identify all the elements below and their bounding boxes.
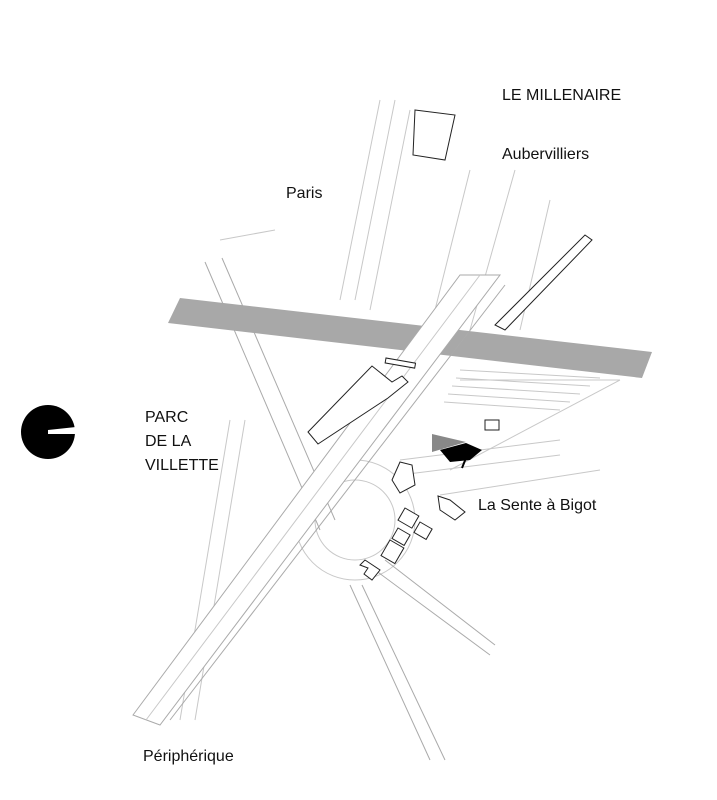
- north-arrow-icon: [21, 405, 76, 459]
- label-peripherique: Périphérique: [143, 748, 234, 765]
- label-sente-a-bigot: La Sente à Bigot: [478, 497, 597, 514]
- context-lines: [179, 99, 621, 721]
- label-parc-1: PARC: [145, 409, 188, 426]
- label-parc-2: DE LA: [145, 433, 192, 450]
- label-le-millenaire: LE MILLENAIRE: [502, 87, 621, 104]
- parking-stripes: [443, 369, 601, 411]
- label-paris: Paris: [286, 185, 322, 202]
- buildings: [307, 109, 593, 581]
- label-aubervilliers: Aubervilliers: [502, 146, 589, 163]
- canal-band: [168, 298, 652, 378]
- label-parc-3: VILLETTE: [145, 457, 219, 474]
- project-building: [432, 434, 482, 469]
